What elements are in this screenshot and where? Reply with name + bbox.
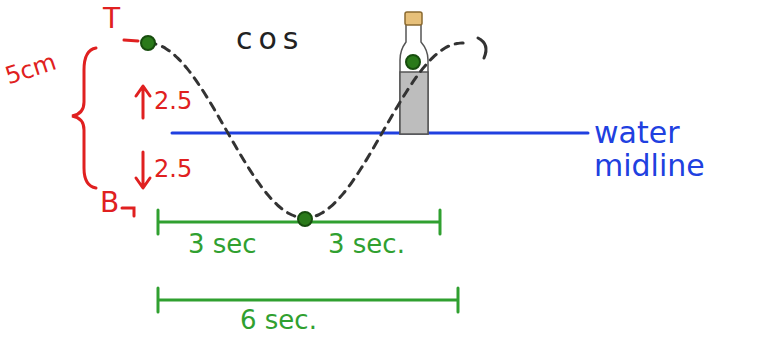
bottle-dot	[406, 55, 420, 69]
midline-label: water midline	[594, 116, 754, 182]
function-name: cos	[236, 22, 304, 55]
half-period-time: 3 sec.	[328, 230, 405, 259]
lower-half-amplitude: 2.5	[154, 156, 192, 182]
bottom-tick	[122, 208, 134, 216]
top-label: T	[103, 4, 120, 35]
upper-half-amplitude: 2.5	[154, 88, 192, 114]
trough-dot	[298, 212, 312, 226]
bottom-label: B	[100, 188, 119, 219]
crest-dot	[141, 36, 155, 50]
down-arrow	[136, 152, 150, 188]
period-time: 6 sec.	[240, 306, 317, 335]
cosine-curve-layer	[148, 43, 469, 218]
bottle-cap	[405, 12, 422, 25]
marker-dots	[141, 36, 420, 226]
amplitude-dimension: 5cm	[2, 49, 59, 90]
up-arrow	[136, 86, 150, 118]
cosine-curve	[148, 43, 469, 218]
top-tick	[124, 40, 138, 41]
bottle	[400, 12, 428, 134]
half-period-time: 3 sec	[188, 230, 257, 259]
amplitude-brace	[72, 48, 96, 188]
curve-continuation	[478, 38, 486, 58]
